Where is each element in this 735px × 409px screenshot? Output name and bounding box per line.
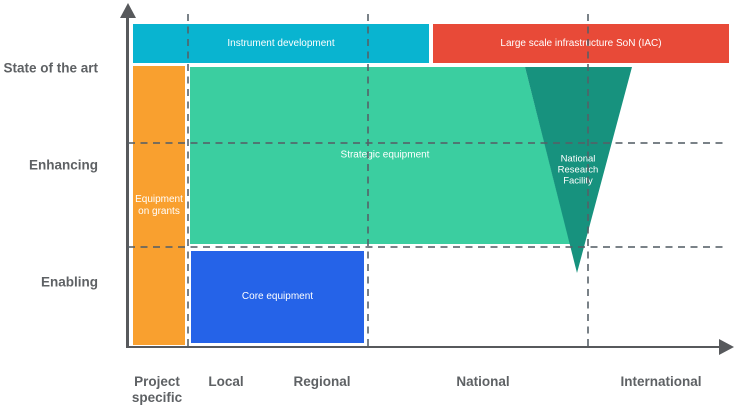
x-axis-label-regional: Regional (293, 374, 351, 389)
x-axis-line (126, 345, 726, 349)
block-large-scale-infrastructure-label: Large scale infrastructure SoN (IAC) (500, 37, 662, 49)
y-axis-label-enabling: Enabling (41, 274, 98, 290)
block-instrument-development-label: Instrument development (227, 37, 335, 49)
vertical-gridline-project-local (186, 14, 189, 347)
y-axis-label-enhancing: Enhancing (28, 157, 98, 173)
block-core-equipment-label: Core equipment (241, 291, 314, 303)
block-core-equipment: Core equipment (191, 251, 364, 343)
x-axis-label-project-specific: Project specific (131, 374, 183, 405)
x-axis-arrowhead-icon (719, 339, 734, 355)
y-axis-arrowhead-icon (119, 3, 136, 18)
block-instrument-development: Instrument development (133, 24, 429, 63)
vertical-gridline-national-international (586, 14, 589, 347)
block-strategic-equipment-label: Strategic equipment (340, 149, 430, 161)
block-large-scale-infrastructure: Large scale infrastructure SoN (IAC) (433, 24, 729, 63)
x-axis-label-international: International (620, 374, 702, 389)
vertical-gridline-regional-national (366, 14, 369, 347)
y-axis-label-state-of-the-art: State of the art (3, 60, 98, 76)
block-equipment-on-grants: Equipment on grants (133, 66, 185, 345)
block-strategic-equipment: Strategic equipment (190, 67, 570, 244)
y-axis-line (126, 16, 129, 348)
horizontal-gridline-stateoftheart-enhancing (128, 141, 725, 144)
block-national-research-facility-label: National Research Facility (557, 153, 599, 187)
x-axis-label-national: National (456, 374, 510, 389)
block-equipment-on-grants-label: Equipment on grants (135, 194, 183, 217)
x-axis-label-local: Local (208, 374, 244, 389)
horizontal-gridline-enhancing-enabling (128, 246, 725, 248)
